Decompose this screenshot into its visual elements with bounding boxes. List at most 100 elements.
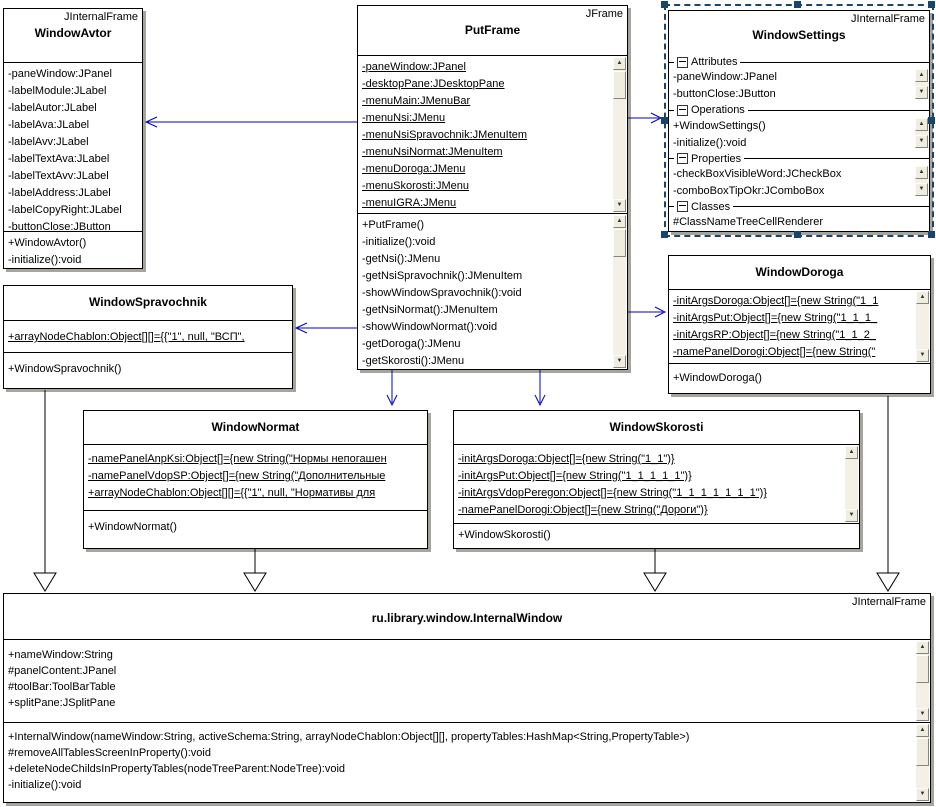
class-box-putframe[interactable]: JFrame PutFrame -paneWindow:JPanel -desk… <box>357 5 628 370</box>
class-box-internalwindow[interactable]: JInternalFrame ru.library.window.Interna… <box>3 593 931 803</box>
selection-handle[interactable] <box>794 231 801 238</box>
selection-handle[interactable] <box>661 231 668 238</box>
scroll-down-icon[interactable]: ▼ <box>916 349 929 362</box>
operation-row: +deleteNodeChildsInPropertyTables(nodeTr… <box>8 763 346 775</box>
generalization-windowspravochnik-internalwindow[interactable] <box>33 390 57 592</box>
operation-row: -initialize():void <box>362 236 436 248</box>
group-scrollbar[interactable]: ▲▼ <box>915 69 928 100</box>
attribute-row: -initArgsDoroga:Object[]={new String("1_… <box>458 453 675 465</box>
collapse-icon[interactable] <box>677 153 688 165</box>
stereotype-label: JFrame <box>585 8 623 20</box>
operations-scrollbar[interactable]: ▲▼ <box>916 724 929 801</box>
selection-handle[interactable] <box>928 231 935 238</box>
operations-compartment: +PutFrame() -initialize():void -getNsi()… <box>358 213 627 369</box>
scroll-up-icon[interactable]: ▲ <box>916 641 929 654</box>
stereotype-label: JInternalFrame <box>64 11 138 23</box>
class-name: WindowAvtor <box>34 26 112 40</box>
scroll-up-icon[interactable]: ▲ <box>916 291 929 304</box>
scrollbar-thumb[interactable] <box>613 71 626 99</box>
generalization-windowdoroga-internalwindow[interactable] <box>876 396 900 592</box>
class-name: ru.library.window.InternalWindow <box>371 611 563 625</box>
group-header-operations: Operations <box>669 103 929 117</box>
scroll-up-icon[interactable]: ▲ <box>613 215 626 228</box>
stereotype-label: JInternalFrame <box>851 13 925 25</box>
operation-row: -initialize():void <box>673 136 747 149</box>
attributes-compartment: -paneWindow:JPanel -labelModule:JLabel -… <box>4 62 142 231</box>
attribute-row: -desktopPane:JDesktopPane <box>362 78 505 90</box>
scrollbar-thumb[interactable] <box>916 655 929 683</box>
scroll-down-icon[interactable]: ▼ <box>916 788 929 801</box>
operation-row: -showWindowSpravochnik():void <box>362 287 522 299</box>
generalization-windowskorosti-internalwindow[interactable] <box>643 549 667 592</box>
selection-handle[interactable] <box>928 1 935 8</box>
association-putframe-windowavtor[interactable] <box>144 116 357 128</box>
selection-handle[interactable] <box>794 1 801 8</box>
association-putframe-windowspravochnik[interactable] <box>294 322 357 334</box>
class-title: WindowDoroga <box>669 256 930 289</box>
class-box-windowsettings[interactable]: JInternalFrame WindowSettings Attributes… <box>668 10 930 232</box>
scroll-down-icon[interactable]: ▼ <box>613 355 626 368</box>
group-header-attributes: Attributes <box>669 55 929 69</box>
selection-handle[interactable] <box>928 117 935 124</box>
operation-row: +WindowAvtor() <box>8 237 87 249</box>
operation-row: -showWindowNormat():void <box>362 321 498 333</box>
association-putframe-windowskorosti[interactable] <box>534 370 546 407</box>
class-title: WindowSkorosti <box>454 411 859 444</box>
attribute-row: -initArgsVdopPeregon:Object[]={new Strin… <box>458 487 767 499</box>
scroll-down-icon[interactable]: ▼ <box>916 708 929 721</box>
group-items-attributes: -paneWindow:JPanel -buttonClose:JButton … <box>669 69 929 103</box>
operation-row: -initialize():void <box>8 779 82 791</box>
attribute-row: -buttonClose:JButton <box>673 88 776 101</box>
class-box-windowskorosti[interactable]: WindowSkorosti -initArgsDoroga:Object[]=… <box>453 410 860 549</box>
selection-handle[interactable] <box>661 1 668 8</box>
attribute-row: -initArgsPut:Object[]={new String("1_1_1… <box>458 470 692 482</box>
scroll-down-icon[interactable]: ▼ <box>613 199 626 212</box>
operations-scrollbar[interactable]: ▲▼ <box>613 215 626 368</box>
attribute-row: -paneWindow:JPanel <box>362 61 466 73</box>
scroll-down-icon[interactable]: ▼ <box>845 509 858 522</box>
class-title: JInternalFrame WindowSettings <box>669 11 929 55</box>
scroll-up-icon[interactable]: ▲ <box>845 446 858 459</box>
class-box-windowspravochnik[interactable]: WindowSpravochnik +arrayNodeChablon:Obje… <box>3 285 293 389</box>
association-putframe-windowdoroga[interactable] <box>628 306 667 318</box>
scrollbar-thumb[interactable] <box>916 738 929 766</box>
association-putframe-windowsettings[interactable] <box>628 112 663 124</box>
scroll-up-icon[interactable]: ▲ <box>915 69 928 83</box>
scroll-up-icon[interactable]: ▲ <box>915 165 928 179</box>
operation-row: +WindowSkorosti() <box>458 529 551 541</box>
operation-row: +PutFrame() <box>362 219 425 231</box>
scroll-down-icon[interactable]: ▼ <box>915 86 928 100</box>
attributes-scrollbar[interactable]: ▲▼ <box>613 57 626 212</box>
attribute-row: -paneWindow:JPanel <box>8 68 112 80</box>
scroll-down-icon[interactable]: ▼ <box>915 182 928 196</box>
collapse-icon[interactable] <box>677 56 688 68</box>
attributes-scrollbar[interactable]: ▲▼ <box>916 641 929 721</box>
attribute-row: -menuDoroga:JMenu <box>362 163 466 175</box>
scroll-down-icon[interactable]: ▼ <box>915 134 928 148</box>
selection-handle[interactable] <box>661 117 668 124</box>
attribute-row: #toolBar:ToolBarTable <box>8 681 116 693</box>
attributes-scrollbar[interactable]: ▲▼ <box>845 446 858 522</box>
class-name: WindowSkorosti <box>609 420 704 434</box>
attribute-row: -menuMain:JMenuBar <box>362 95 471 107</box>
group-scrollbar[interactable]: ▲▼ <box>915 165 928 196</box>
collapse-icon[interactable] <box>677 104 688 116</box>
attribute-row: -menuNsiSpravochnik:JMenuItem <box>362 129 528 141</box>
group-label: Properties <box>691 152 742 165</box>
scroll-up-icon[interactable]: ▲ <box>613 57 626 70</box>
class-box-windownormat[interactable]: WindowNormat -namePanelAnpKsi:Object[]={… <box>83 410 428 549</box>
generalization-windownormat-internalwindow[interactable] <box>243 549 267 592</box>
association-putframe-windownormat[interactable] <box>386 370 398 407</box>
group-scrollbar[interactable]: ▲▼ <box>915 117 928 148</box>
attribute-row: -labelAutor:JLabel <box>8 102 97 114</box>
scroll-up-icon[interactable]: ▲ <box>916 724 929 737</box>
collapse-icon[interactable] <box>677 201 688 213</box>
attributes-compartment: -initArgsDoroga:Object[]={new String("1_… <box>669 289 930 363</box>
scrollbar-thumb[interactable] <box>613 229 626 257</box>
attribute-row: -menuNsiNormat:JMenuItem <box>362 146 503 158</box>
class-box-windowdoroga[interactable]: WindowDoroga -initArgsDoroga:Object[]={n… <box>668 255 931 394</box>
scroll-up-icon[interactable]: ▲ <box>915 117 928 131</box>
class-box-windowavtor[interactable]: JInternalFrame WindowAvtor -paneWindow:J… <box>3 8 143 269</box>
attributes-scrollbar[interactable]: ▲▼ <box>916 291 929 362</box>
